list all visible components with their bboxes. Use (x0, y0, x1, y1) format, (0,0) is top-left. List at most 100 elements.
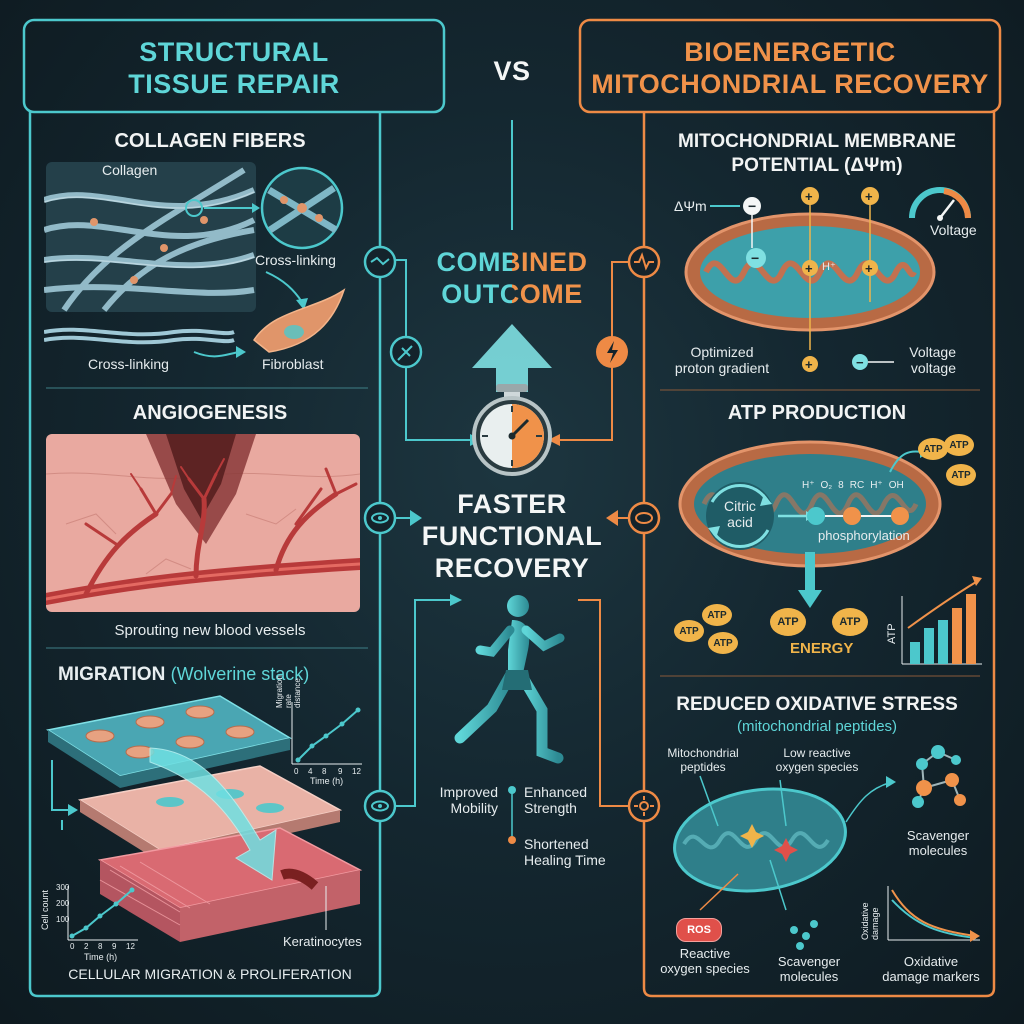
chart2-xlabel: Time (h) (84, 952, 118, 962)
mito-icon-r3 (627, 501, 661, 535)
reactive-line1: Reactive (679, 946, 731, 961)
chain-labels: H⁺ O₂ 8 RC H⁺ OH (802, 480, 922, 491)
migration-title-row: MIGRATION (Wolverine stack) (58, 664, 309, 686)
atp-badge-2: ATP (944, 434, 974, 456)
left-header-box (22, 18, 446, 114)
chart1-ylabel-line1: Migration rate (275, 675, 293, 708)
svg-text:+: + (805, 189, 813, 204)
oxdamage-line1: Oxidative (903, 954, 959, 969)
oxidative-chart-ylabel: Oxidative damage (860, 880, 880, 940)
right-header-box (578, 18, 1002, 114)
svg-text:100: 100 (56, 915, 70, 924)
svg-text:−: − (751, 250, 759, 266)
membrane-illustration: − − + + + + + − (684, 187, 971, 372)
angiogenesis-caption: Sprouting new blood vessels (114, 622, 306, 639)
label-optimized: Optimized proton gradient (662, 344, 782, 376)
chart1-ylabel-line2: distance (293, 678, 302, 708)
svg-text:4: 4 (308, 767, 313, 776)
chart1-xlabel: Time (h) (310, 776, 344, 786)
label-energy: ENERGY (790, 640, 854, 657)
right-title-line2: MITOCHONDRIAL RECOVERY (591, 69, 989, 99)
label-voltage2: Voltage voltage (896, 344, 956, 376)
runner-illustration (454, 595, 565, 764)
peptides-line1: Mitochondrial (667, 746, 739, 760)
label-low-ros: Low reactive oxygen species (762, 746, 872, 774)
atp-badge-5: ATP (702, 604, 732, 626)
chain-label-2: 8 (838, 480, 844, 491)
pulse-icon-r1 (627, 245, 661, 279)
label-voltage: Voltage (930, 222, 977, 238)
scav-bottom-line2: molecules (779, 969, 839, 984)
label-crosslinking-bottom: Cross-linking (88, 356, 169, 372)
oxidative-subtitle: (mitochondrial peptides) (736, 718, 898, 735)
chain-label-3: RC (849, 480, 865, 491)
faster-line1: FASTER (457, 489, 567, 519)
svg-text:9: 9 (338, 767, 343, 776)
label-reactive-oxygen: Reactive oxygen species (650, 946, 760, 976)
svg-text:8: 8 (98, 942, 103, 951)
connector-icon-l2 (389, 335, 423, 369)
enhanced-line2: Strength (524, 800, 577, 816)
label-collagen: Collagen (102, 162, 158, 178)
atp-badge-1: ATP (918, 438, 948, 460)
chain-label-4: H⁺ (870, 480, 883, 491)
atp-bar-chart (901, 576, 982, 665)
right-panel-border (642, 112, 996, 998)
svg-text:12: 12 (126, 942, 135, 951)
low-line1: Low reactive (783, 746, 851, 760)
label-scavenger-bottom: Scavenger molecules (766, 954, 852, 984)
angiogenesis-title: ANGIOGENESIS (132, 402, 288, 424)
oxidative-illustration (673, 745, 980, 950)
ox-ylabel-line1: Oxidative (860, 902, 870, 940)
label-citric: Citric acid (712, 498, 768, 530)
ox-ylabel-line2: damage (870, 907, 880, 940)
svg-text:+: + (805, 261, 813, 276)
svg-text:+: + (805, 357, 813, 372)
svg-text:300: 300 (56, 883, 70, 892)
left-title-line2: TISSUE REPAIR (128, 69, 340, 99)
chart2-ylabel: Cell count (40, 889, 50, 930)
stopwatch-illustration (472, 324, 552, 476)
faster-line3: RECOVERY (434, 553, 590, 583)
left-panel-border (28, 112, 382, 998)
svg-text:−: − (856, 355, 864, 370)
shortened-healing: Shortened Healing Time (524, 836, 606, 868)
collagen-illustration (44, 162, 346, 358)
membrane-title-line2: POTENTIAL (ΔΨm) (731, 155, 903, 176)
ros-badge: ROS (676, 918, 722, 942)
shortened-line1: Shortened (524, 836, 589, 852)
left-header-title: STRUCTURAL TISSUE REPAIR (24, 36, 444, 100)
improved-mobility: Improved Mobility (432, 784, 498, 816)
svg-text:9: 9 (112, 942, 117, 951)
svg-text:8: 8 (322, 767, 327, 776)
gear-icon-r4 (627, 789, 661, 823)
label-crosslinking-right: Cross-linking (255, 252, 336, 268)
eye-icon-l4 (363, 789, 397, 823)
oxdamage-line2: damage markers (882, 969, 980, 984)
combined-outcome: COMBINED OUTCOME (412, 246, 612, 310)
combined-line1: COMBINED (412, 246, 612, 278)
improved-line2: Mobility (450, 800, 498, 816)
chart1-ylabel: Migration rate distance (275, 668, 302, 708)
angiogenesis-illustration (46, 434, 360, 612)
atp-badge-6: ATP (708, 632, 738, 654)
label-oxidative-damage: Oxidative damage markers (876, 954, 986, 984)
chain-label-0: H⁺ (802, 480, 815, 491)
label-delta-psi: ΔΨm (674, 198, 707, 214)
faster-line2: FUNCTIONAL (421, 521, 603, 551)
optimized-line1: Optimized (690, 344, 754, 360)
enhanced-strength: Enhanced Strength (524, 784, 587, 816)
oxidative-chart (887, 886, 980, 942)
shortened-line2: Healing Time (524, 852, 606, 868)
low-line2: oxygen species (775, 760, 859, 774)
label-fibroblast: Fibroblast (262, 356, 324, 372)
svg-text:200: 200 (56, 899, 70, 908)
oxidative-title: REDUCED OXIDATIVE STRESS (676, 694, 958, 715)
molecule-cluster (912, 745, 966, 808)
reactive-line2: oxygen species (660, 961, 750, 976)
outcome-bullets (508, 786, 516, 844)
chain-label-5: OH (888, 480, 904, 491)
